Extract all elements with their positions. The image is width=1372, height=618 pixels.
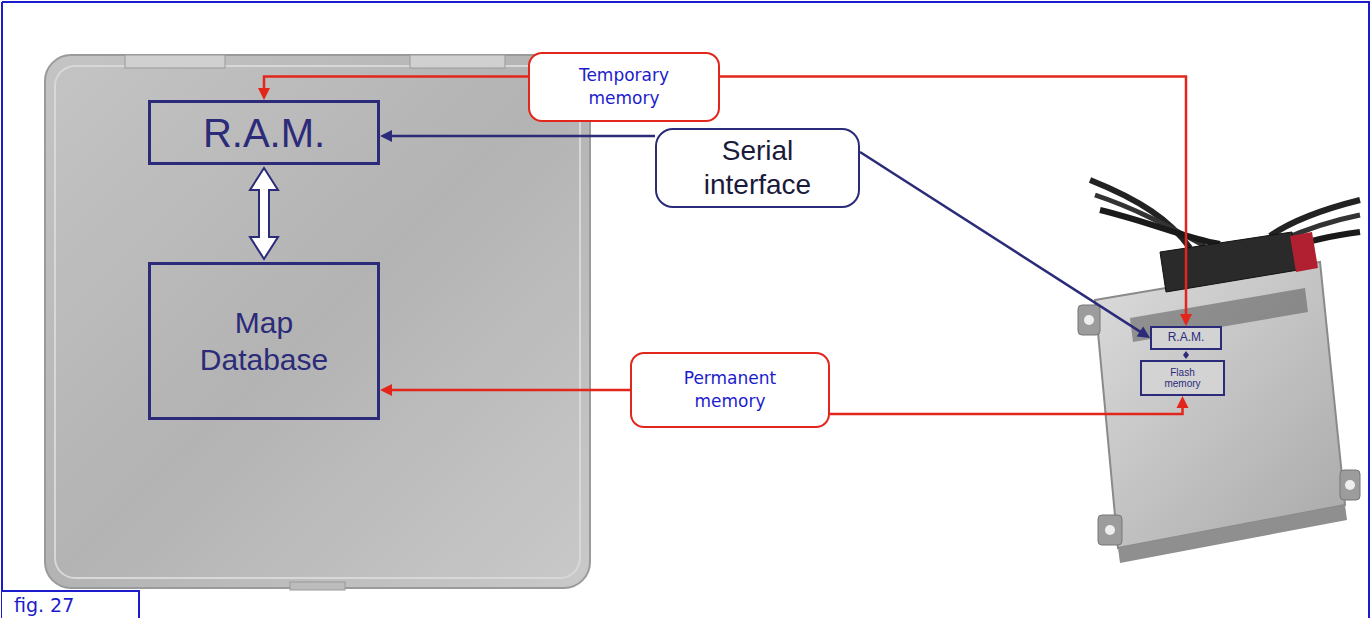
figure-number: fig. 27 [14, 594, 74, 616]
connector-line [387, 389, 630, 392]
node-label: Serial interface [683, 134, 833, 201]
arrowhead [1183, 355, 1189, 359]
frame-line [1, 2, 3, 618]
arrowhead [1137, 326, 1150, 338]
connector [258, 77, 528, 101]
node-label: R.A.M. [1168, 331, 1205, 344]
connector [830, 396, 1189, 414]
callout-box: Temporary memory [528, 52, 720, 122]
arrowhead [1177, 396, 1189, 408]
connector-line [860, 152, 1144, 334]
connector-line [830, 403, 1183, 414]
double-arrow-shape [250, 168, 278, 259]
arrowhead [258, 88, 270, 100]
node-label: Flash memory [1158, 367, 1208, 390]
connector [380, 384, 630, 396]
memory-box: R.A.M. [148, 100, 380, 165]
node-label: Map Database [189, 304, 339, 379]
arrowhead [1183, 351, 1189, 355]
node-label: Permanent memory [670, 367, 790, 413]
memory-box: Flash memory [1140, 360, 1225, 396]
memory-box: R.A.M. [1150, 326, 1222, 350]
arrowhead [380, 384, 392, 396]
arrowhead [380, 130, 392, 142]
connector [860, 152, 1150, 338]
database-box: Map Database [148, 262, 380, 420]
double-arrow [250, 168, 278, 259]
ecu-illustration [1078, 180, 1360, 563]
callout-box: Serial interface [655, 128, 860, 208]
callout-box: Permanent memory [630, 352, 830, 428]
frame-line [1368, 2, 1370, 618]
node-label: Temporary memory [564, 64, 684, 110]
figure-box: fig. 27 [2, 590, 140, 618]
frame-line [2, 1, 1370, 3]
connector-line [264, 77, 528, 93]
connector [1183, 351, 1189, 359]
connector [380, 130, 655, 142]
node-label: R.A.M. [203, 111, 325, 155]
arrowhead [1180, 314, 1192, 326]
connector-line [387, 135, 655, 138]
